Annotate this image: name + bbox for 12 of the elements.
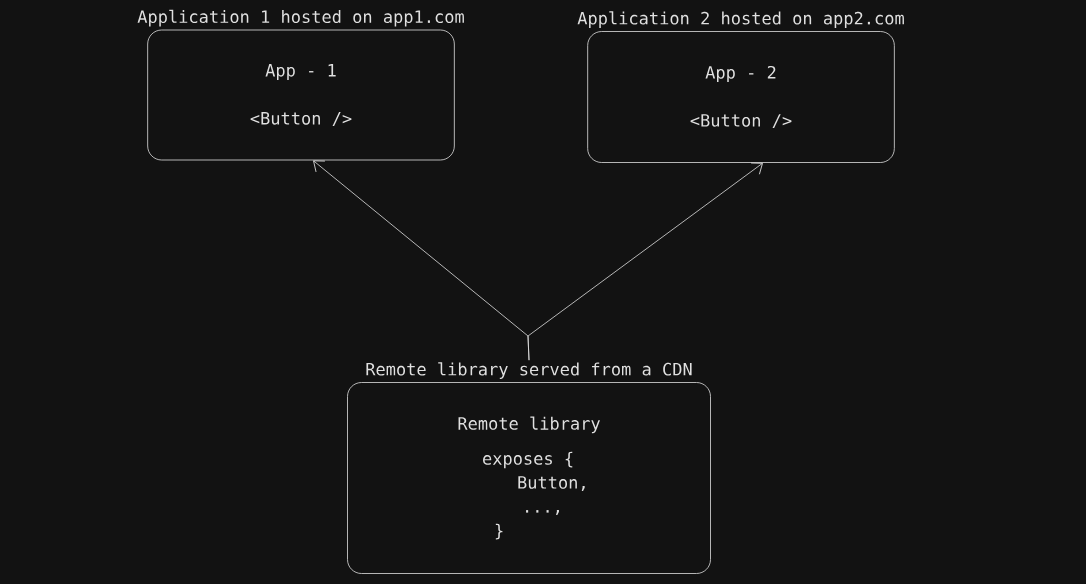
box-heading: Remote library served from a CDN: [366, 362, 692, 379]
box-heading: Application 2 hosted on app2.com: [577, 11, 904, 28]
code-box: App - 1 <Button />: [147, 29, 455, 161]
box-heading: Application 1 hosted on app1.com: [137, 9, 464, 27]
node-label: }: [495, 523, 503, 540]
code-box: App - 2 <Button />: [587, 31, 895, 163]
node-label: Button,: [518, 476, 585, 492]
node-label: exposes {: [483, 451, 573, 469]
node-label: Remote library: [458, 416, 600, 434]
node-label: ...,: [526, 510, 559, 516]
arrow: [527, 162, 763, 361]
code-box: Remote library exposes { Button, ..., }: [347, 382, 711, 574]
